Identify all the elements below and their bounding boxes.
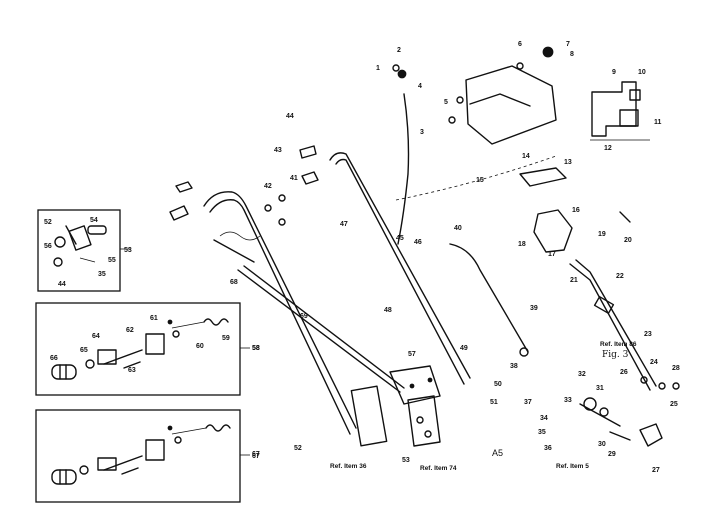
inset-58-label: 58 xyxy=(252,345,260,352)
callout-65: 65 xyxy=(80,347,88,354)
callout-66: 66 xyxy=(50,355,58,362)
ref-item-74: Ref. Item 74 xyxy=(420,465,457,472)
inset-53-callout-52: 52 xyxy=(44,219,52,226)
callout-69: 69 xyxy=(300,313,308,320)
callout-42: 42 xyxy=(264,183,272,190)
callout-10: 10 xyxy=(638,69,646,76)
callout-41: 41 xyxy=(290,175,298,182)
ref-item-86: Ref. Item 86 xyxy=(600,341,637,348)
callout-31: 31 xyxy=(596,385,604,392)
inset-53-label: 53 xyxy=(124,247,132,254)
callout-labels: 1 2 3 4 5 6 7 8 9 10 11 12 13 14 15 16 1… xyxy=(44,41,680,474)
decal-set xyxy=(590,81,650,141)
callout-23: 23 xyxy=(644,331,652,338)
callout-52: 52 xyxy=(294,445,302,452)
callout-17: 17 xyxy=(548,251,556,258)
inset-53-labels: 53 52 35 44 xyxy=(44,219,132,288)
callout-3: 3 xyxy=(420,129,424,136)
callout-68: 68 xyxy=(230,279,238,286)
inset-67-parts xyxy=(51,424,231,485)
callout-5: 5 xyxy=(444,99,448,106)
callout-11: 11 xyxy=(654,119,662,126)
callout-61: 61 xyxy=(150,315,158,322)
callout-46: 46 xyxy=(414,239,422,246)
gear-shaft-assembly xyxy=(579,376,680,447)
shift-linkage xyxy=(449,167,657,391)
inset-box-58 xyxy=(35,302,241,396)
callout-48: 48 xyxy=(384,307,392,314)
inset-box-67 xyxy=(35,409,241,503)
callout-1: 1 xyxy=(376,65,380,72)
callout-37: 37 xyxy=(524,399,532,406)
callout-28: 28 xyxy=(672,365,680,372)
callout-47: 47 xyxy=(340,221,348,228)
callout-9: 9 xyxy=(612,69,616,76)
control-cable xyxy=(392,64,557,245)
callout-39: 39 xyxy=(530,305,538,312)
ref-item-5: Ref. Item 5 xyxy=(556,463,589,470)
inset-box-53 xyxy=(37,209,121,292)
figure-label: Fig. 3 xyxy=(602,350,629,360)
callout-18: 18 xyxy=(518,241,526,248)
callout-27: 27 xyxy=(652,467,660,474)
ref-item-36: Ref. Item 36 xyxy=(330,463,367,470)
callout-45: 45 xyxy=(396,235,404,242)
callout-59: 59 xyxy=(222,335,230,342)
callout-54: 54 xyxy=(90,217,98,224)
callout-62: 62 xyxy=(126,327,134,334)
callout-2: 2 xyxy=(397,47,401,54)
callout-35: 35 xyxy=(538,429,546,436)
callout-38: 38 xyxy=(510,363,518,370)
callout-56: 56 xyxy=(44,243,52,250)
callout-20: 20 xyxy=(624,237,632,244)
callout-32: 32 xyxy=(578,371,586,378)
callout-33: 33 xyxy=(564,397,572,404)
sheet-code: A5 xyxy=(492,448,503,458)
callout-15: 15 xyxy=(476,177,484,184)
callout-4: 4 xyxy=(418,83,422,90)
callout-12: 12 xyxy=(604,145,612,152)
callout-19: 19 xyxy=(598,231,606,238)
callout-22: 22 xyxy=(616,273,624,280)
inset-53-callout-35: 35 xyxy=(98,271,106,278)
callout-58: 58 xyxy=(252,345,260,352)
control-panel xyxy=(448,46,557,145)
callout-43: 43 xyxy=(274,147,282,154)
callout-60: 60 xyxy=(196,343,204,350)
inset-67-label: 67 xyxy=(252,453,260,460)
callout-40: 40 xyxy=(454,225,462,232)
inset-58-parts xyxy=(51,318,229,380)
callout-13: 13 xyxy=(564,159,572,166)
callout-64: 64 xyxy=(92,333,100,340)
inset-53-callout-44: 44 xyxy=(58,281,66,288)
callout-6: 6 xyxy=(518,41,522,48)
callout-50: 50 xyxy=(494,381,502,388)
callout-57: 57 xyxy=(408,351,416,358)
callout-24: 24 xyxy=(650,359,658,366)
callout-26: 26 xyxy=(620,369,628,376)
callout-34: 34 xyxy=(540,415,548,422)
callout-55: 55 xyxy=(108,257,116,264)
callout-44: 44 xyxy=(286,113,294,120)
callout-8: 8 xyxy=(570,51,574,58)
callout-7: 7 xyxy=(566,41,570,48)
callout-63: 63 xyxy=(128,367,136,374)
handle-assembly xyxy=(169,145,471,435)
lower-bracket xyxy=(350,365,441,447)
callout-49: 49 xyxy=(460,345,468,352)
callout-67: 67 xyxy=(252,451,260,458)
inset-53-parts xyxy=(53,225,107,267)
callout-30: 30 xyxy=(598,441,606,448)
callout-29: 29 xyxy=(608,451,616,458)
callout-21: 21 xyxy=(570,277,578,284)
callout-16: 16 xyxy=(572,207,580,214)
callout-36: 36 xyxy=(544,445,552,452)
callout-25: 25 xyxy=(670,401,678,408)
callout-14: 14 xyxy=(522,153,530,160)
callout-53: 53 xyxy=(402,457,410,464)
callout-51: 51 xyxy=(490,399,498,406)
